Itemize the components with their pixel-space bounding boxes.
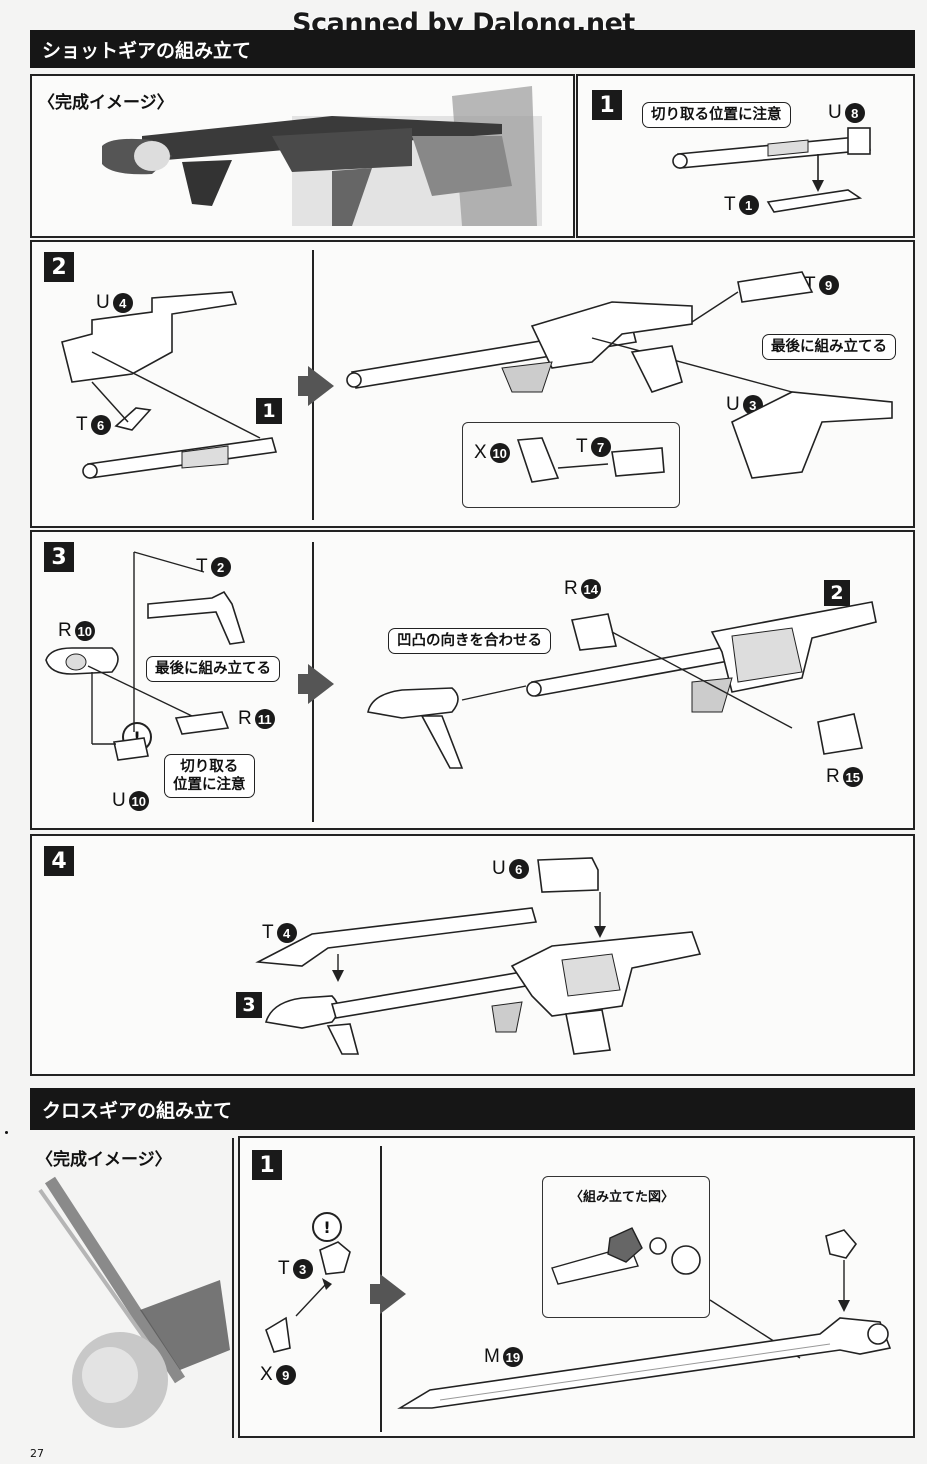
- part-label-t6: T 6: [76, 414, 111, 436]
- step-number: 3: [44, 542, 74, 572]
- part-number-badge: 19: [502, 1347, 523, 1367]
- part-number-badge: 10: [74, 621, 95, 641]
- section-header-shot-gear: ショットギアの組み立て: [30, 30, 915, 68]
- part-letter: R: [238, 708, 252, 729]
- step3-panel: 3 T 2 R 10 最後に組み立てる R 11 ! 切り取る 位置に注意 U …: [30, 530, 915, 830]
- part-letter: R: [564, 578, 578, 599]
- part-letter: T: [576, 436, 588, 457]
- assemble-last-callout: 最後に組み立てる: [762, 334, 896, 361]
- part-letter: T: [76, 414, 88, 435]
- part-label-r11: R 11: [238, 708, 275, 730]
- part-label-t4: T 4: [262, 922, 297, 944]
- part-number-badge: 8: [844, 103, 865, 123]
- part-label-t7: T 7: [576, 436, 611, 458]
- cross-gear-completed-illustration: [38, 1176, 230, 1428]
- section-title: クロスギアの組み立て: [42, 1099, 233, 1122]
- part-label-r10: R 10: [58, 620, 95, 642]
- completed-gun-illustration: [102, 86, 542, 226]
- section-title: ショットギアの組み立て: [42, 39, 252, 62]
- step2-panel: 2 U 4 T 6 1 T 9 最後に組み立てる U 3 X 10 T 7: [30, 240, 915, 528]
- barrel-part-illustration: [672, 127, 871, 213]
- step-reference-badge: 3: [236, 992, 262, 1018]
- proceed-arrow-icon: [308, 664, 334, 704]
- cross-step1-panel: 1 ! T 3 X 9 〈組み立てた図〉 M 19: [238, 1136, 915, 1438]
- part-label-t1: T 1: [724, 194, 759, 216]
- part-label-u10: U 10: [112, 790, 149, 812]
- part-letter: T: [724, 194, 736, 215]
- step-number: 2: [44, 252, 74, 282]
- part-letter: U: [492, 858, 506, 879]
- part-letter: U: [828, 102, 842, 123]
- part-letter: U: [96, 292, 110, 313]
- part-label-m19: M 19: [484, 1346, 523, 1368]
- stray-dot: [5, 1131, 8, 1134]
- part-letter: X: [474, 442, 487, 463]
- proceed-arrow-stem: [298, 376, 308, 396]
- cross-gear-parts-illustration: [265, 1227, 892, 1409]
- part-number-badge: 3: [292, 1259, 313, 1279]
- part-letter: R: [58, 620, 72, 641]
- step2-parts-illustration: [61, 271, 893, 483]
- part-number-badge: 15: [842, 767, 863, 787]
- completed-image-panel: 〈完成イメージ〉: [30, 74, 575, 238]
- part-number-badge: 1: [738, 195, 759, 215]
- proceed-arrow-stem: [298, 674, 308, 694]
- completed-image-label: 〈完成イメージ〉: [36, 1150, 172, 1170]
- step1-panel: 1 切り取る位置に注意 U 8 T 1: [576, 74, 915, 238]
- part-label-t3: T 3: [278, 1258, 313, 1280]
- part-number-badge: 11: [254, 709, 275, 729]
- part-label-x9: X 9: [260, 1364, 296, 1386]
- part-number-badge: 9: [275, 1365, 296, 1385]
- part-letter: U: [112, 790, 126, 811]
- part-label-u6: U 6: [492, 858, 529, 880]
- step-reference-badge: 1: [256, 398, 282, 424]
- part-label-t2: T 2: [196, 556, 231, 578]
- part-number-badge: 10: [489, 443, 510, 463]
- step3-parts-illustration: [45, 551, 877, 769]
- part-label-u8: U 8: [828, 102, 865, 124]
- part-label-x10: X 10: [474, 442, 510, 464]
- proceed-arrow-icon: [308, 366, 334, 406]
- warning-icon: !: [312, 1212, 342, 1242]
- step-number: 1: [252, 1150, 282, 1180]
- part-label-r14: R 14: [564, 578, 601, 600]
- cut-position-callout: 切り取る位置に注意: [642, 102, 791, 129]
- part-letter: X: [260, 1364, 273, 1385]
- section2-divider-left: [232, 1138, 234, 1438]
- part-number-badge: 9: [818, 275, 839, 295]
- part-label-u4: U 4: [96, 292, 133, 314]
- part-letter: U: [726, 394, 740, 415]
- step-reference-badge: 2: [824, 580, 850, 606]
- align-notch-callout: 凹凸の向きを合わせる: [388, 628, 551, 655]
- proceed-arrow-icon: [380, 1274, 406, 1314]
- step-number: 4: [44, 846, 74, 876]
- step4-assembly-illustration: [255, 857, 702, 1055]
- completed-image-label: 〈完成イメージ〉: [38, 93, 174, 113]
- part-letter: T: [804, 274, 816, 295]
- cut-position-callout: 切り取る 位置に注意: [164, 754, 255, 799]
- proceed-arrow-stem: [370, 1284, 380, 1304]
- part-letter: M: [484, 1346, 500, 1367]
- part-letter: T: [196, 556, 208, 577]
- part-number-badge: 14: [580, 579, 601, 599]
- part-label-r15: R 15: [826, 766, 863, 788]
- page-number: 27: [30, 1447, 44, 1460]
- step-number: 1: [592, 90, 622, 120]
- part-number-badge: 6: [508, 859, 529, 879]
- part-letter: T: [278, 1258, 290, 1279]
- part-number-badge: 4: [276, 923, 297, 943]
- section-header-cross-gear: クロスギアの組み立て: [30, 1088, 915, 1130]
- part-number-badge: 6: [90, 415, 111, 435]
- part-number-badge: 2: [210, 557, 231, 577]
- part-number-badge: 4: [112, 293, 133, 313]
- part-letter: T: [262, 922, 274, 943]
- part-number-badge: 10: [128, 791, 149, 811]
- step4-panel: 4 U 6 T 4 3: [30, 834, 915, 1076]
- part-letter: R: [826, 766, 840, 787]
- part-number-badge: 7: [590, 437, 611, 457]
- assemble-last-callout: 最後に組み立てる: [146, 656, 280, 683]
- part-label-t9: T 9: [804, 274, 839, 296]
- assembled-view-label: 〈組み立てた図〉: [570, 1190, 675, 1205]
